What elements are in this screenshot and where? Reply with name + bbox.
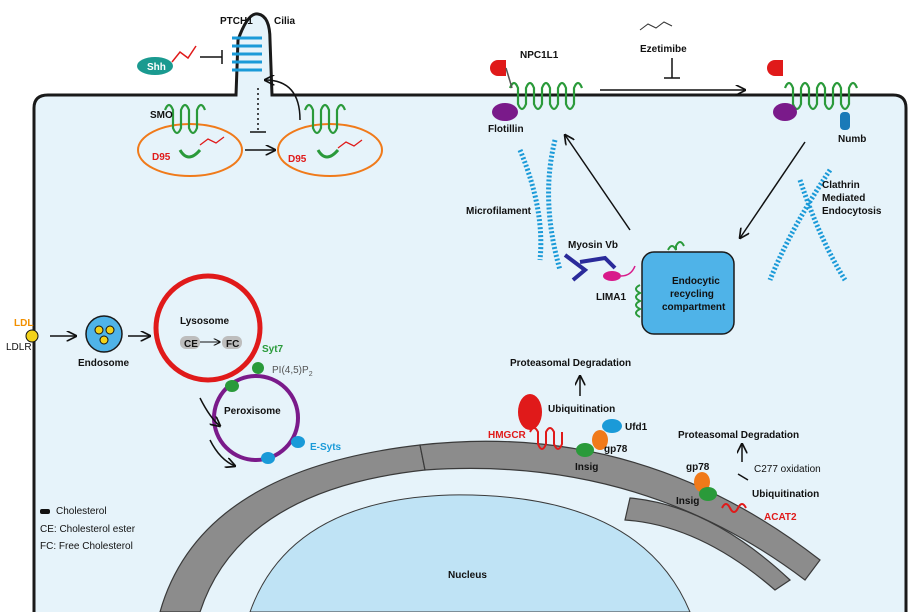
smo-receptor-left (163, 103, 207, 135)
cholesterol-molecule-icon (171, 45, 197, 63)
gp78-label-b: gp78 (686, 462, 710, 473)
c277-label: C277 oxidation (754, 464, 821, 475)
lima1-label: LIMA1 (596, 292, 626, 303)
ldlr-label: LDLR (6, 342, 32, 353)
insig-label-b: Insig (676, 496, 699, 507)
syt7-label: Syt7 (262, 344, 284, 355)
mediated-label: Mediated (822, 193, 865, 204)
numb-protein (840, 112, 850, 130)
endosome-label: Endosome (78, 358, 130, 369)
gp78-label-a: gp78 (604, 444, 628, 455)
endosome (85, 315, 123, 353)
cell-membrane (32, 12, 908, 612)
endocytic-label-3: compartment (662, 302, 726, 313)
shh-ligand (137, 57, 173, 75)
legend-item-1: Cholesterol (56, 506, 107, 517)
ldl-particle (25, 329, 39, 343)
esyts-label: E-Syts (310, 442, 342, 453)
ufd1-protein (602, 419, 622, 433)
ldl-label: LDL (14, 318, 33, 329)
ezetimibe-structure-icon (639, 21, 673, 31)
legend-item-2: CE: Cholesterol ester (40, 524, 136, 535)
numb-label: Numb (838, 134, 866, 145)
flotillin-label: Flotillin (488, 124, 524, 135)
shh-label: Shh (147, 62, 166, 73)
endocytic-label-2: recycling (670, 289, 714, 300)
hmgcr-domain (518, 394, 542, 430)
fc-label: FC (226, 339, 239, 350)
d95-label-left: D95 (152, 152, 171, 163)
smo-label: SMO (150, 110, 173, 121)
npc1l1-ntd-left (490, 60, 506, 76)
gp78-protein-a (592, 430, 608, 450)
lysosome-label: Lysosome (180, 316, 230, 327)
cholesterol-legend-icon (40, 509, 50, 514)
endocytic-label-1: Endocytic (672, 276, 720, 287)
proteasomal-label-2: Proteasomal Degradation (678, 430, 799, 441)
npc1l1-label: NPC1L1 (520, 50, 559, 61)
myosin-label: Myosin Vb (568, 240, 618, 251)
acat2-label: ACAT2 (764, 512, 797, 523)
microfilament-label: Microfilament (466, 206, 532, 217)
hmgcr-label: HMGCR (488, 430, 527, 441)
ptch1-receptor (232, 36, 262, 72)
ezetimibe-label: Ezetimibe (640, 44, 687, 55)
clathrin-label: Clathrin (822, 180, 860, 191)
ubiquitination-label-2: Ubiquitination (752, 489, 819, 500)
insig-protein-a (576, 443, 594, 457)
er-membrane-lower (624, 497, 791, 591)
arrow-recycle-up (565, 135, 631, 231)
nucleus-label: Nucleus (448, 570, 487, 581)
npc1l1-receptor-right (783, 81, 859, 111)
pi45p2-label: PI(4,5)P2 (272, 365, 313, 378)
legend-item-3: FC: Free Cholesterol (40, 541, 133, 552)
ce-label: CE (184, 339, 198, 350)
myosin-motor (563, 253, 617, 282)
npc1l1-ntd-right (767, 60, 783, 76)
acat2-protein (721, 503, 747, 513)
gp78-protein-b (694, 472, 710, 492)
peroxisome-label: Peroxisome (224, 406, 281, 417)
ufd1-label: Ufd1 (625, 422, 648, 433)
lima1-protein (603, 271, 621, 281)
endocytosis-label: Endocytosis (822, 206, 882, 217)
microfilament (517, 139, 563, 271)
esyt-protein (261, 452, 275, 464)
arrow-endocytosis (740, 141, 806, 238)
cilia-label: Cilia (274, 16, 296, 27)
er-membrane-right (419, 440, 821, 581)
smo-receptor-right (303, 103, 347, 135)
flotillin-protein (492, 103, 518, 121)
insig-protein-b (699, 487, 717, 501)
proteasomal-label-1: Proteasomal Degradation (510, 358, 631, 369)
npc1l1-receptor-left (508, 81, 584, 111)
nucleus (249, 494, 691, 612)
clathrin-filament (767, 168, 848, 282)
insig-label-a: Insig (575, 462, 598, 473)
d95-label-right: D95 (288, 154, 307, 165)
lysosome (153, 273, 263, 383)
ptch1-label: PTCH1 (220, 16, 253, 27)
ubiquitination-label-1: Ubiquitination (548, 404, 615, 415)
